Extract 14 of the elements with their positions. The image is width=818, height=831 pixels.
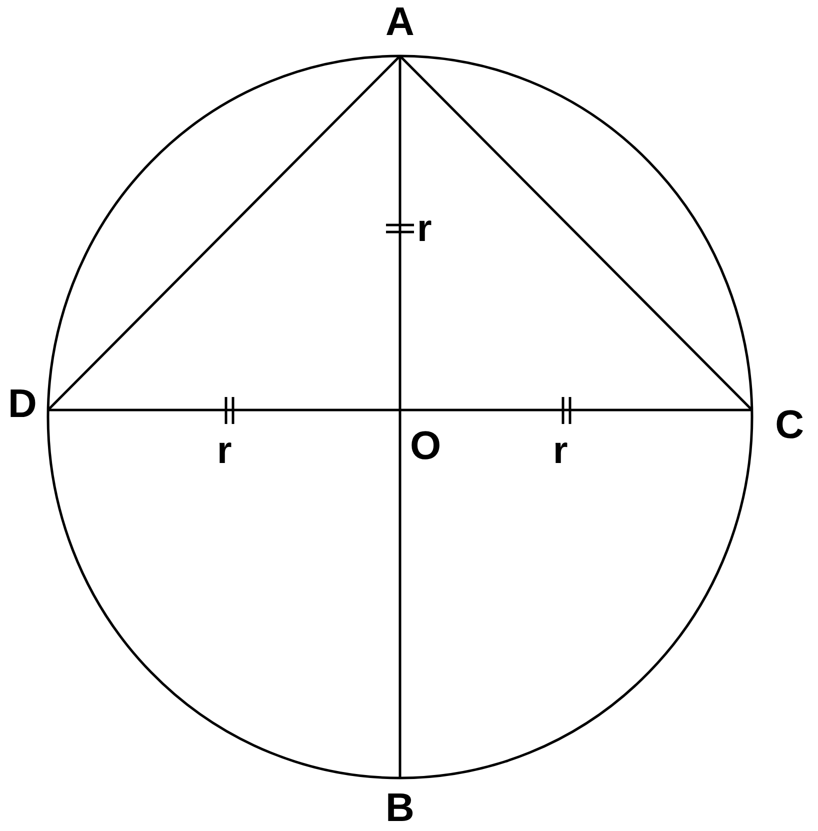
point-label: B: [386, 788, 414, 828]
length-label: r: [417, 210, 432, 248]
point-label: A: [386, 2, 414, 42]
point-label: C: [775, 405, 804, 445]
line-segment: [400, 408, 752, 412]
length-label: r: [217, 432, 232, 470]
point-label: D: [8, 384, 37, 424]
line-segment: [47, 55, 401, 411]
line-segment: [48, 408, 400, 412]
line-segment: [398, 56, 402, 410]
line-segment: [399, 55, 753, 411]
point-label: O: [410, 426, 442, 466]
line-segment: [398, 410, 402, 778]
length-label: r: [553, 432, 568, 470]
